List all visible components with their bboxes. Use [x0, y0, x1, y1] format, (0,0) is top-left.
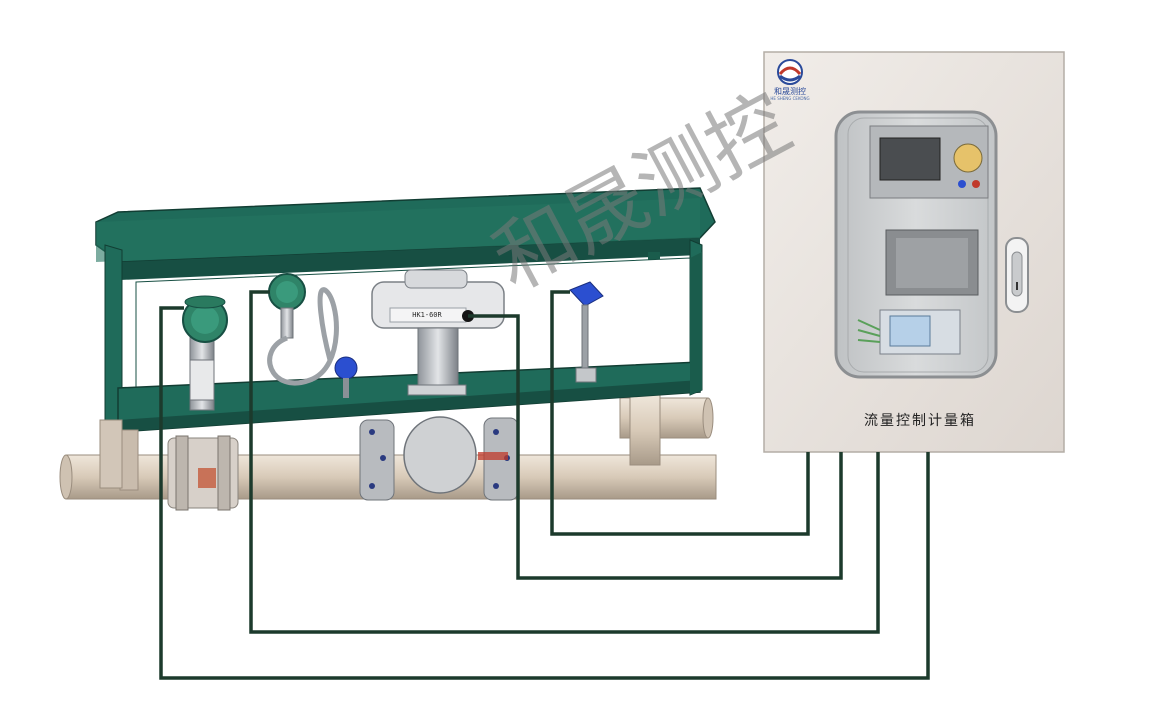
cabinet-logo-text: 和晟测控 — [774, 87, 806, 96]
flowmeter — [167, 295, 239, 511]
control-cabinet — [763, 51, 1065, 453]
cable-pressure — [249, 290, 880, 634]
signal-cables — [159, 290, 930, 680]
cable-flowmeter — [159, 306, 930, 680]
cabinet-logo-subtitle: HE SHENG CEKONG — [770, 96, 810, 101]
company-logo — [777, 59, 803, 85]
cable-temperature — [550, 290, 810, 536]
temperature-transmitter — [569, 281, 604, 383]
cable-valve — [468, 314, 843, 580]
valve-nameplate: HK1-60R — [412, 311, 442, 319]
cabinet-title: 流量控制计量箱 — [864, 413, 976, 429]
